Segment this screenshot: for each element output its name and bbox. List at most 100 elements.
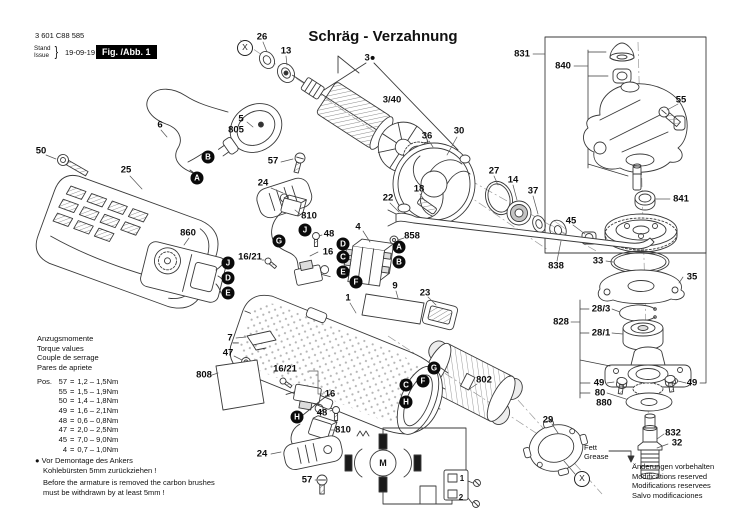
leader-lines — [45, 41, 687, 481]
part-label-840: 840 — [555, 60, 571, 72]
torque-row: Pos.57=1,2 – 1,5Nm — [37, 376, 119, 386]
note-de-line2: Kohlebürsten 5mm zurückziehen ! — [43, 466, 157, 475]
grease-cap-840 — [609, 42, 635, 62]
part-label-57: 57 — [267, 155, 279, 167]
bearing-flange — [604, 346, 692, 396]
bearing-cover-29 — [523, 419, 588, 477]
part-label-9: 9 — [392, 280, 398, 292]
bearing-26 — [259, 51, 275, 69]
wire-marker-F: F — [349, 275, 363, 289]
nut-841 — [634, 190, 656, 211]
screw-21-bottom — [279, 377, 293, 389]
document-part-number: 3 601 C88 585 — [35, 31, 85, 40]
part-label-802: 802 — [476, 374, 492, 386]
wire-marker-B: B — [201, 150, 215, 164]
plate-7 — [246, 330, 277, 351]
diagram-title: Schräg - Verzahnung — [308, 28, 458, 45]
wire-marker-A: A — [392, 240, 406, 254]
part-label-48: 48 — [323, 228, 335, 240]
module-860 — [140, 241, 227, 303]
footer-line-en: Modifications reserved — [632, 471, 708, 481]
wire-marker-D: D — [336, 237, 350, 251]
part-label-3: 3● — [364, 52, 376, 64]
wire-marker-D: D — [221, 271, 235, 285]
part-label-858: 858 — [404, 230, 420, 242]
bearing-13 — [277, 63, 295, 83]
part-label-49: 49 — [593, 377, 605, 389]
part-label-49: 49 — [686, 377, 698, 389]
lever-22 — [387, 209, 655, 250]
part-label-831: 831 — [514, 48, 530, 60]
part-label-6: 6 — [157, 119, 163, 131]
bracket-828 — [579, 299, 611, 399]
grease-label-de: Fett — [584, 443, 597, 452]
part-label-810: 810 — [335, 424, 351, 436]
armature-note: ● Vor Demontage des Ankers Kohlebürsten … — [35, 456, 215, 498]
wire-marker-G: G — [272, 234, 286, 248]
carbon-brush-16-top — [293, 259, 331, 286]
wire-marker-F: F — [416, 374, 430, 388]
part-label-860: 860 — [180, 227, 196, 239]
pin-18 — [417, 197, 437, 215]
part-label-283: 28/3 — [591, 303, 611, 315]
part-label-832: 832 — [665, 427, 681, 439]
wire-marker-J: J — [298, 223, 312, 237]
part-label-4: 4 — [355, 221, 361, 233]
grease-label: Fett Grease — [584, 443, 609, 461]
screw-21-top — [264, 257, 278, 269]
part-label-27: 27 — [488, 165, 500, 177]
snap-ring-28-3 — [619, 304, 656, 322]
wire-marker-J: J — [221, 256, 235, 270]
part-label-281: 28/1 — [591, 327, 611, 339]
part-label-828: 828 — [553, 316, 569, 328]
stand-issue-label: Stand Issue — [34, 45, 50, 59]
figure-badge: Fig. /Abb. 1 — [96, 45, 157, 59]
part-label-22: 22 — [382, 192, 394, 204]
part-label-47: 47 — [222, 347, 234, 359]
spindle-832 — [637, 413, 663, 480]
label-9 — [361, 293, 425, 325]
o-ring-27 — [485, 180, 513, 216]
terminal-1-label: 1 — [460, 474, 465, 483]
flange-35 — [597, 269, 685, 305]
issue-label: Issue — [34, 52, 50, 59]
gearhead-box — [544, 36, 707, 254]
part-label-25: 25 — [120, 164, 132, 176]
wire-marker-C: C — [399, 378, 413, 392]
torque-row: 49=1,6 – 2,1Nm — [58, 405, 119, 415]
screw-50 — [57, 154, 89, 177]
torque-heading-de: Anzugsmomente — [37, 334, 94, 343]
note-de-line1: ● Vor Demontage des Ankers — [35, 456, 133, 465]
part-label-36: 36 — [421, 130, 433, 142]
part-label-13: 13 — [280, 45, 292, 57]
wire-marker-B: B — [392, 255, 406, 269]
part-label-48: 48 — [316, 407, 328, 419]
plate-23 — [421, 299, 459, 331]
gear-head-housing — [583, 81, 688, 173]
screw-48-bottom — [332, 406, 340, 421]
wiring-schematic: M 1 2 — [344, 427, 481, 508]
screw-57-top — [293, 152, 306, 174]
part-label-18: 18 — [413, 183, 425, 195]
wire-marker-H: H — [399, 395, 413, 409]
part-label-1621: 16/21 — [238, 251, 262, 263]
torque-row: 50=1,4 – 1,8Nm — [58, 396, 119, 406]
bearing-14 — [506, 200, 532, 226]
part-label-37: 37 — [527, 185, 539, 197]
wire-marker-A: A — [190, 171, 204, 185]
wire-marker-C: C — [336, 250, 350, 264]
pin-840 — [632, 163, 642, 191]
brush-wire-top — [271, 211, 301, 273]
x-marker: X — [574, 471, 590, 487]
part-label-26: 26 — [256, 31, 268, 43]
part-label-5: 5 — [238, 113, 244, 125]
screw-49-right — [664, 375, 676, 393]
part-label-80: 80 — [594, 387, 606, 399]
wire-marker-E: E — [221, 286, 235, 300]
screw-57-bottom — [316, 474, 328, 495]
terminal-2-label: 2 — [459, 493, 464, 502]
part-label-838: 838 — [548, 260, 564, 272]
nut-840 — [612, 68, 632, 84]
wire-marker-H: H — [290, 410, 304, 424]
